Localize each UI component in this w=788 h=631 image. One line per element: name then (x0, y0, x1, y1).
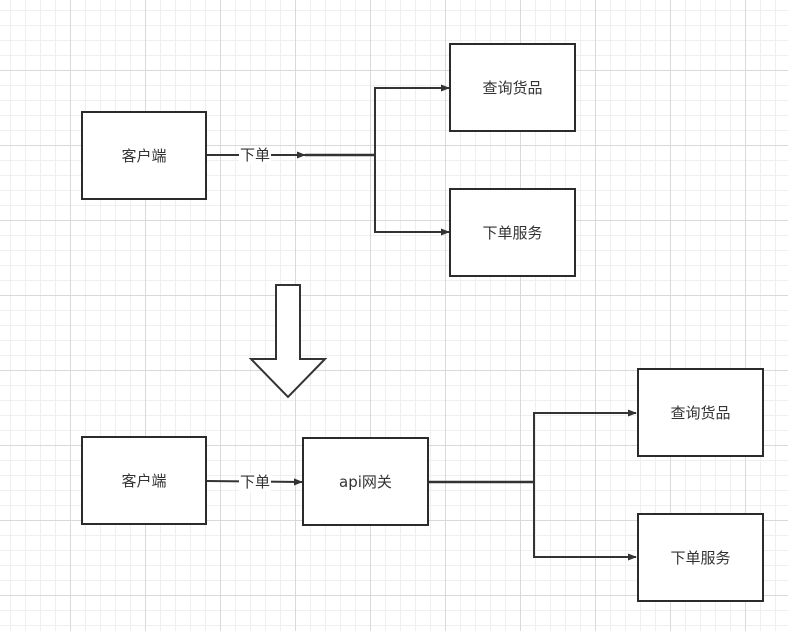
node-bottom-query-goods-label: 查询货品 (670, 404, 731, 422)
node-top-order-service[interactable]: 下单服务 (449, 188, 576, 277)
node-bottom-api-gateway-label: api网关 (339, 473, 392, 491)
connector-top-to-order (374, 155, 450, 236)
node-top-client[interactable]: 客户端 (81, 111, 207, 200)
edge-label-bottom-order: 下单 (239, 473, 272, 491)
connector-bottom-to-order (533, 482, 637, 561)
node-top-query-goods[interactable]: 查询货品 (449, 43, 576, 132)
connector-top-to-query (374, 84, 450, 155)
node-top-client-label: 客户端 (121, 147, 167, 165)
node-top-order-service-label: 下单服务 (482, 224, 543, 242)
node-bottom-query-goods[interactable]: 查询货品 (637, 368, 764, 457)
transition-down-arrow-icon (248, 284, 328, 399)
node-bottom-api-gateway[interactable]: api网关 (302, 437, 429, 526)
node-bottom-order-service-label: 下单服务 (670, 549, 731, 567)
node-bottom-order-service[interactable]: 下单服务 (637, 513, 764, 602)
node-bottom-client-label: 客户端 (121, 472, 167, 490)
node-bottom-client[interactable]: 客户端 (81, 436, 207, 525)
connector-bottom-to-query (533, 409, 637, 482)
edge-label-top-order: 下单 (239, 146, 272, 164)
node-top-query-goods-label: 查询货品 (482, 79, 543, 97)
